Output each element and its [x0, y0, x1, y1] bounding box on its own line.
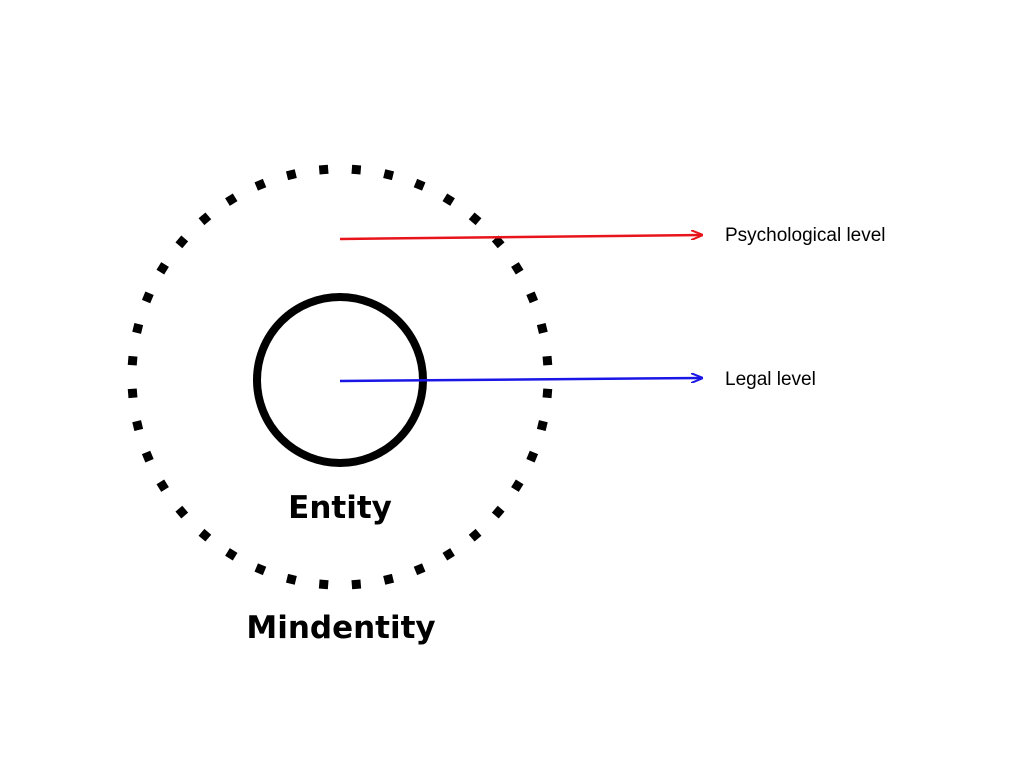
dot — [175, 505, 189, 519]
dot — [318, 579, 329, 590]
dot — [127, 355, 138, 366]
legal-level-label: Legal level — [725, 369, 816, 390]
dot — [542, 388, 553, 399]
dot — [198, 212, 212, 226]
dot — [413, 563, 426, 576]
dot — [383, 169, 395, 181]
dot — [442, 193, 455, 206]
dot — [127, 388, 138, 399]
dot — [413, 178, 426, 191]
mindentity-label: Mindentity — [246, 610, 436, 646]
dot — [511, 262, 524, 275]
psychological-level-arrow — [339, 235, 702, 241]
dot — [225, 548, 238, 561]
dot — [468, 528, 482, 542]
dot — [442, 548, 455, 561]
dot — [542, 355, 553, 366]
dot — [156, 479, 169, 492]
entity-label: Entity — [288, 490, 392, 526]
dot — [156, 262, 169, 275]
mindentity-dotted-circle — [127, 164, 553, 590]
legal-level-arrow — [339, 378, 702, 381]
dot — [468, 212, 482, 226]
dot — [198, 528, 212, 542]
dot — [132, 420, 144, 432]
dot — [383, 573, 395, 585]
dot — [254, 563, 267, 576]
dot — [141, 450, 154, 463]
dot — [526, 291, 539, 304]
dot — [285, 573, 297, 585]
dot — [511, 479, 524, 492]
dot — [351, 164, 362, 175]
dot — [526, 450, 539, 463]
psychological-level-label: Psychological level — [725, 225, 886, 246]
dot — [225, 193, 238, 206]
dot — [491, 235, 505, 249]
dot — [536, 322, 548, 334]
dot — [175, 235, 189, 249]
dot — [491, 505, 505, 519]
dot — [285, 169, 297, 181]
dot — [141, 291, 154, 304]
dot — [254, 178, 267, 191]
dot — [536, 420, 548, 432]
dot — [318, 164, 329, 175]
dot — [351, 579, 362, 590]
dot — [132, 322, 144, 334]
